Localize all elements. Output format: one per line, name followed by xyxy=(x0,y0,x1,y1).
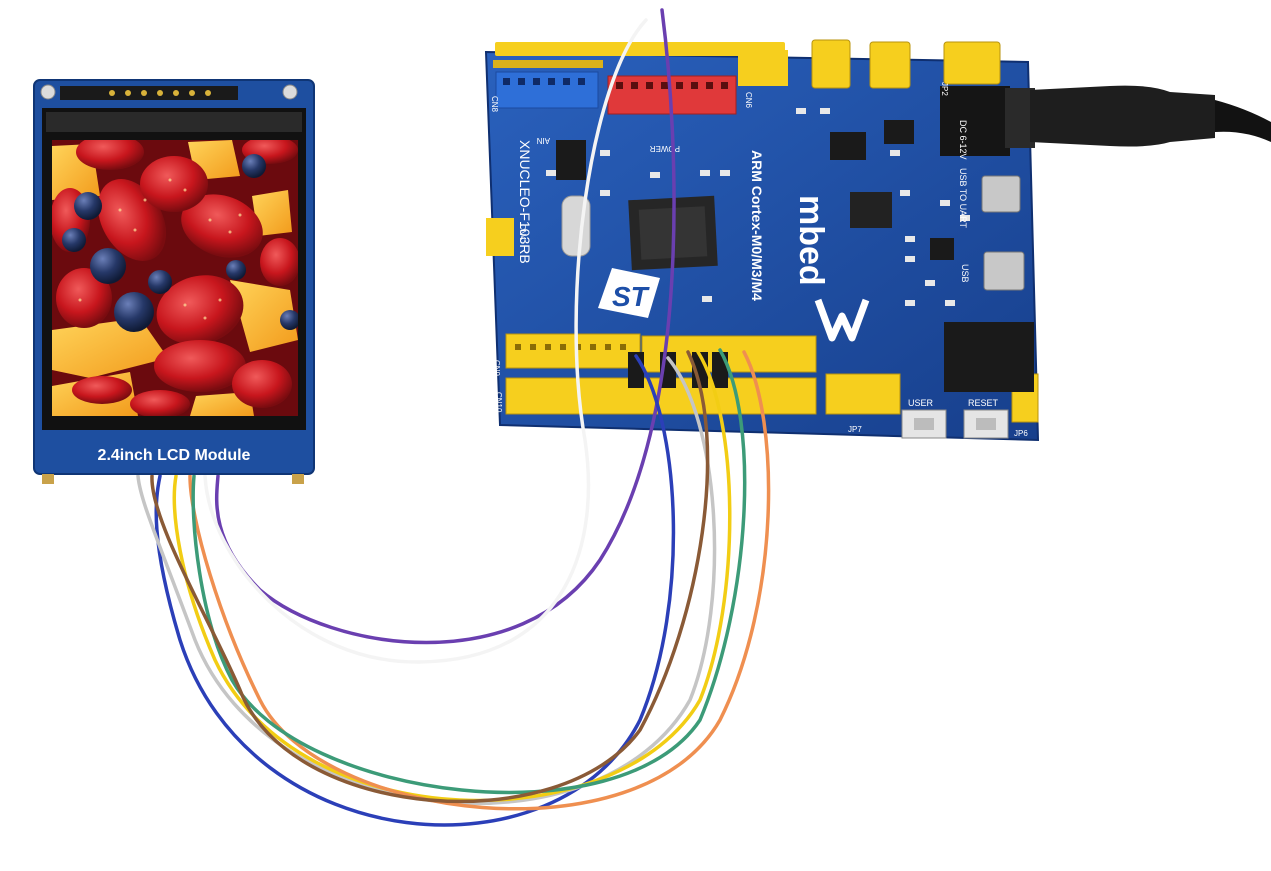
usb-label: USB xyxy=(960,264,970,283)
wire-gray xyxy=(136,356,717,806)
jumper-wires xyxy=(136,8,771,827)
usb-ports xyxy=(981,175,1025,291)
model-text: XNUCLEO-F103RB xyxy=(517,140,533,264)
cn8-label: CN8 xyxy=(490,96,499,113)
lcd-module xyxy=(33,79,315,484)
st-logo: ST xyxy=(598,268,660,318)
reset-label: RESET xyxy=(968,398,999,408)
user-button xyxy=(901,409,947,439)
cn9-label: CN9 xyxy=(492,360,501,377)
chip-text: ARM Cortex-M0/M3/M4 xyxy=(749,150,765,301)
wire-blue xyxy=(154,354,676,827)
power-header-label: POWER xyxy=(650,144,680,153)
usb-uart-label: USB TO UART xyxy=(958,168,968,229)
cn10-label: CN10 xyxy=(494,392,503,413)
brand-logo xyxy=(814,298,870,342)
wire-orange xyxy=(188,350,771,811)
power-label: DC 6-12V xyxy=(958,120,968,160)
blue-female-header xyxy=(495,71,599,109)
jp6-label: JP6 xyxy=(1014,429,1028,438)
wire-brown xyxy=(150,350,710,803)
svg-text:ST: ST xyxy=(612,281,651,312)
top-pin-headers xyxy=(493,42,785,68)
dc-power-jack xyxy=(940,85,1271,156)
jp7-label: JP7 xyxy=(848,425,862,434)
jp2-label: JP2 xyxy=(940,82,949,96)
dev-board: ST mbed ARM Cortex-M0/M3/M4 XNUCLEO-F103… xyxy=(484,39,1271,442)
jumper-blocks-top xyxy=(811,39,1001,89)
cn6-label: CN6 xyxy=(744,92,753,109)
wire-yellow xyxy=(172,350,732,803)
wire-green xyxy=(191,348,747,795)
wire-white xyxy=(203,18,648,664)
lcd-module-label: 2.4inch LCD Module xyxy=(97,447,251,464)
ain-label: AIN xyxy=(536,136,550,145)
lcd-screen xyxy=(52,140,298,416)
user-label: USER xyxy=(908,398,934,408)
reset-button xyxy=(963,409,1009,439)
cn4-label: CN4 xyxy=(518,224,527,241)
mbed-text: mbed xyxy=(792,195,830,286)
